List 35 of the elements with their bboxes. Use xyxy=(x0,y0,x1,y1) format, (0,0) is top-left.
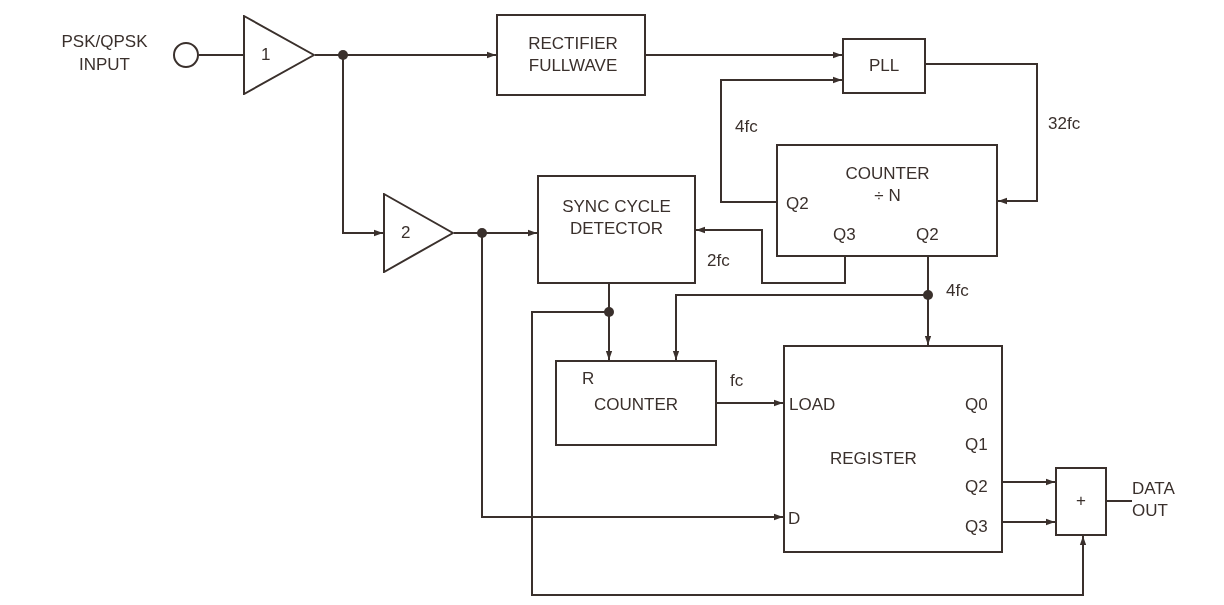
block-label: SYNC CYCLE DETECTOR xyxy=(561,196,672,240)
pin-label: Q0 xyxy=(965,394,988,416)
pin-label: 2 xyxy=(401,222,411,244)
connector-arrow xyxy=(1002,518,1056,526)
block-label: + xyxy=(1075,490,1087,512)
pin-label: Q3 xyxy=(833,224,856,246)
adder-box xyxy=(1055,467,1107,536)
connector-arrow xyxy=(720,76,843,203)
pin-label: R xyxy=(582,368,595,390)
pin-label: Q1 xyxy=(965,434,988,456)
input-terminal xyxy=(173,42,199,68)
connector-arrow xyxy=(1002,478,1056,486)
pin-label: Q2 xyxy=(916,224,939,246)
connector-arrow xyxy=(645,51,843,59)
block-box xyxy=(783,345,1003,553)
pin-label: Q2 xyxy=(965,476,988,498)
block-label: COUNTER xyxy=(592,394,680,416)
pin-label: D xyxy=(788,508,801,530)
block-box xyxy=(842,38,926,94)
pin-label: Q2 xyxy=(786,193,809,215)
pin-label: REGISTER xyxy=(830,448,917,470)
block-label: COUNTER ÷ N xyxy=(844,163,931,207)
connector-arrow xyxy=(716,399,784,407)
connector-arrow xyxy=(925,63,1038,205)
pin-label: 1 xyxy=(261,44,271,66)
connector-arrow xyxy=(695,226,846,284)
pin-label: LOAD xyxy=(789,394,836,416)
block-label: PLL xyxy=(867,55,901,77)
block-box xyxy=(555,360,717,446)
pin-label: Q3 xyxy=(965,516,988,538)
block-box xyxy=(496,14,646,96)
block-box xyxy=(776,144,998,257)
block-label: RECTIFIER FULLWAVE xyxy=(527,33,619,77)
output-label: DATA OUT xyxy=(1132,478,1176,522)
block-box xyxy=(537,175,696,284)
